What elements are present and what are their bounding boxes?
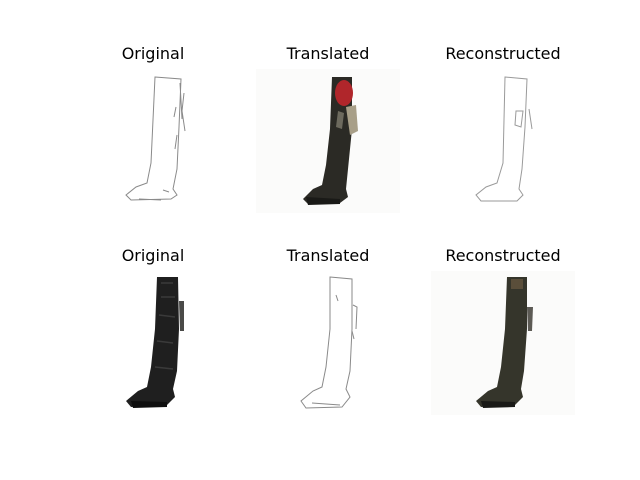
boot-sketch-image xyxy=(81,69,225,213)
panel-title: Original xyxy=(121,246,185,265)
panel-title: Translated xyxy=(286,44,370,63)
panel-title: Original xyxy=(121,44,185,63)
boot-photo-image xyxy=(81,271,225,415)
boot-photo-image xyxy=(256,69,400,213)
boot-sketch-image xyxy=(256,271,400,415)
boot-photo-image xyxy=(431,271,575,415)
boot-sketch-image xyxy=(431,69,575,213)
panel-title: Reconstructed xyxy=(445,44,561,63)
panel-title: Translated xyxy=(286,246,370,265)
panel-title: Reconstructed xyxy=(445,246,561,265)
